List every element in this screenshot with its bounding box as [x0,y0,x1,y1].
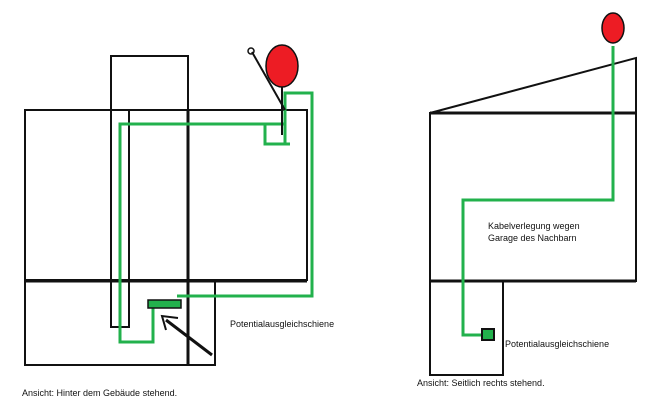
right-note-line-1: Kabelverlegung wegen [488,221,580,231]
left-bar-label: Potentialausgleichschiene [230,319,334,329]
left-satellite-dish [247,44,299,135]
left-chimney-outline [110,55,189,281]
left-equalization-bar [147,299,182,309]
right-note-line-2: Garage des Nachbarn [488,233,577,243]
left-caption: Ansicht: Hinter dem Gebäude stehend. [22,388,177,398]
right-roof-outline [429,56,637,114]
left-view: Potentialausgleichschiene Ansicht: Hinte… [22,44,334,398]
right-building [429,112,637,282]
dish-lnb [247,47,255,55]
right-bar-label: Potentialausgleichschiene [505,339,609,349]
left-cable-inner [118,122,265,344]
right-view: Kabelverlegung wegen Garage des Nachbarn… [417,12,637,388]
right-equalization-bar [481,328,495,341]
right-dish-icon [601,12,625,44]
dish-icon [265,44,299,88]
left-cable-loop [263,122,290,146]
left-arrowhead [160,314,179,331]
left-pointer-arrow [165,318,213,357]
right-cable [461,46,615,337]
dish-arm [251,51,286,111]
right-caption: Ansicht: Seitlich rechts stehend. [417,378,545,388]
right-lower-building [429,280,504,376]
